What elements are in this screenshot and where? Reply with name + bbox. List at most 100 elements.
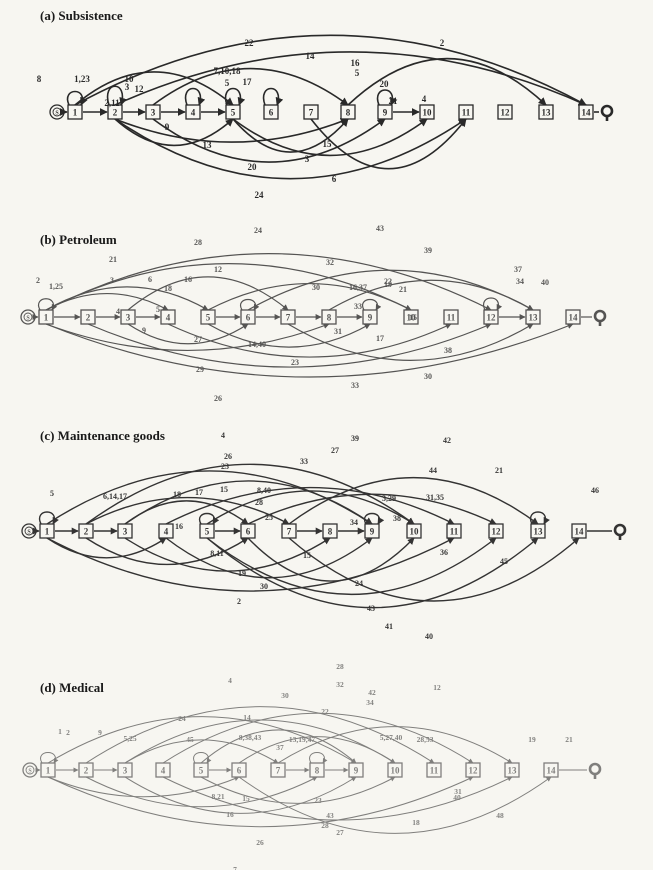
panel-c-arc-label: 24 (355, 579, 363, 588)
panel-a-start-label: S (55, 111, 59, 117)
panel-a-arc (152, 67, 349, 106)
panel-b-arc-label: 21 (109, 255, 117, 264)
panel-a-node-label: 4 (191, 108, 196, 118)
panel-b-arc-label: 22 (384, 277, 392, 286)
panel-c-arc-label: 25 (265, 513, 273, 522)
panel-d-node-label: 10 (391, 766, 401, 776)
panel-c-arc-label: 41 (385, 622, 393, 631)
panel-c-arc (38, 511, 59, 525)
panel-c-arc-label: 3,29 (382, 494, 396, 503)
panel-c-arc (85, 496, 290, 525)
panel-b-node-10 (403, 309, 419, 325)
panel-b-arc (45, 292, 169, 311)
panel-c-node-label: 13 (534, 527, 544, 537)
panel-c-arc-label: 38 (393, 514, 401, 523)
panel-c-arc (165, 537, 373, 579)
panel-d-node-6 (231, 762, 247, 778)
panel-c-node-label: 1 (45, 527, 50, 537)
panel-d-arc (162, 776, 513, 821)
panel-c-node-7 (281, 523, 297, 539)
panel-d-arc (47, 716, 357, 764)
panel-a-arc-label: 20 (248, 162, 258, 172)
panel-b-arc-label: 30 (424, 372, 432, 381)
panel-c-arc (124, 500, 249, 525)
panel-c-arc-label: 21 (495, 466, 503, 475)
panel-c-arc (247, 493, 497, 525)
panel-b-arc-label: 16,37 (349, 283, 367, 292)
panel-c-title: (c) Maintenance goods (40, 428, 165, 443)
panel-b-arc-label: 33 (354, 302, 362, 311)
panel-b-node-label: 3 (126, 313, 131, 323)
panel-b-node-4 (160, 309, 176, 325)
panel-c-arc-label: 36 (440, 548, 448, 557)
panel-d-node-14 (543, 762, 559, 778)
panel-b-arc-label: 43 (376, 224, 384, 233)
panel-c-arc-label: 6,14,17 (103, 492, 127, 501)
panel-a-arc-label: 2,11 (104, 98, 120, 108)
panel-c-arc-label: 2 (237, 597, 241, 606)
panel-b-arc (328, 279, 534, 311)
panel-d-node-1 (40, 762, 56, 778)
panel-a-arc (114, 51, 587, 106)
panel-d-node-10 (387, 762, 403, 778)
panel-a-node-5 (225, 104, 241, 120)
panel-a-arc-label: 1,23 (74, 74, 90, 84)
panel-a-start-node (49, 104, 65, 120)
panel-b-arc (37, 298, 58, 311)
panel-c-arc-label: 28 (255, 498, 263, 507)
panel-c-node-5 (199, 523, 215, 539)
panel-d-arc (85, 706, 435, 764)
panel-b-arc (127, 276, 289, 311)
panel-b-arc-label: 9 (142, 326, 146, 335)
panel-d-arc (309, 752, 328, 764)
panel-c-arc-label: 17 (195, 488, 203, 497)
panel-c-node-10 (406, 523, 422, 539)
panel-a-arc (114, 118, 467, 180)
panel-d-title: (d) Medical (40, 680, 104, 695)
panel-d-start-label: S (28, 769, 32, 775)
panel-c-arc-label: 4 (221, 431, 225, 440)
panel-a-node-11 (458, 104, 474, 120)
panel-b-start-node (20, 309, 36, 325)
panel-d-node-3 (117, 762, 133, 778)
panel-a-node-14 (578, 104, 594, 120)
panel-b-arc (287, 323, 534, 361)
panel-b-node-13 (525, 309, 541, 325)
panel-c-node-label: 10 (410, 527, 420, 537)
panel-c-arc-label: 16 (175, 522, 183, 531)
panel-a-sink-node (600, 104, 614, 118)
panel-a-arc (310, 118, 467, 170)
panel-d-arc (47, 776, 474, 828)
panel-d-arc (124, 776, 357, 814)
panel-a-arc-label: 5 (225, 78, 230, 88)
panel-a-arc (184, 87, 206, 106)
panel-b-arc (45, 253, 492, 311)
panel-a-node-label: 12 (501, 108, 511, 118)
panel-b-arc-label: 31 (334, 327, 342, 336)
panel-b-arc-label: 18 (164, 284, 172, 293)
panel-d-node-label: 6 (237, 766, 242, 776)
panel-a-node-6 (263, 104, 279, 120)
panel-b-arc (239, 298, 260, 311)
panel-d-arc-label: 30 (281, 691, 289, 700)
panel-b-arc-label: 16 (184, 275, 192, 284)
panel-d-arc-label: 14 (243, 713, 251, 722)
panel-d-arc (124, 739, 279, 764)
panel-c-arc-label: 23 (221, 462, 229, 471)
panel-d-node-label: 7 (276, 766, 281, 776)
panel-d-arc-label: 37 (276, 743, 284, 752)
panel-c-node-3 (117, 523, 133, 539)
panel-a-arc (74, 34, 587, 106)
panel-b-arc-label: 12 (214, 265, 222, 274)
panel-a-arc-label: 22 (245, 38, 255, 48)
panel-c-node-11 (446, 523, 462, 539)
panel-c-arc-label: 45 (500, 557, 508, 566)
panel-c-arc-label: 19 (238, 569, 246, 578)
panel-a-node-1 (67, 104, 83, 120)
panel-d-arc-label: 45 (186, 735, 194, 744)
panel-d-arc-label: 5,27,40 (380, 733, 403, 742)
panel-c-node-13 (530, 523, 546, 539)
panel-a-arc-label: 7,10,18 (214, 66, 242, 76)
